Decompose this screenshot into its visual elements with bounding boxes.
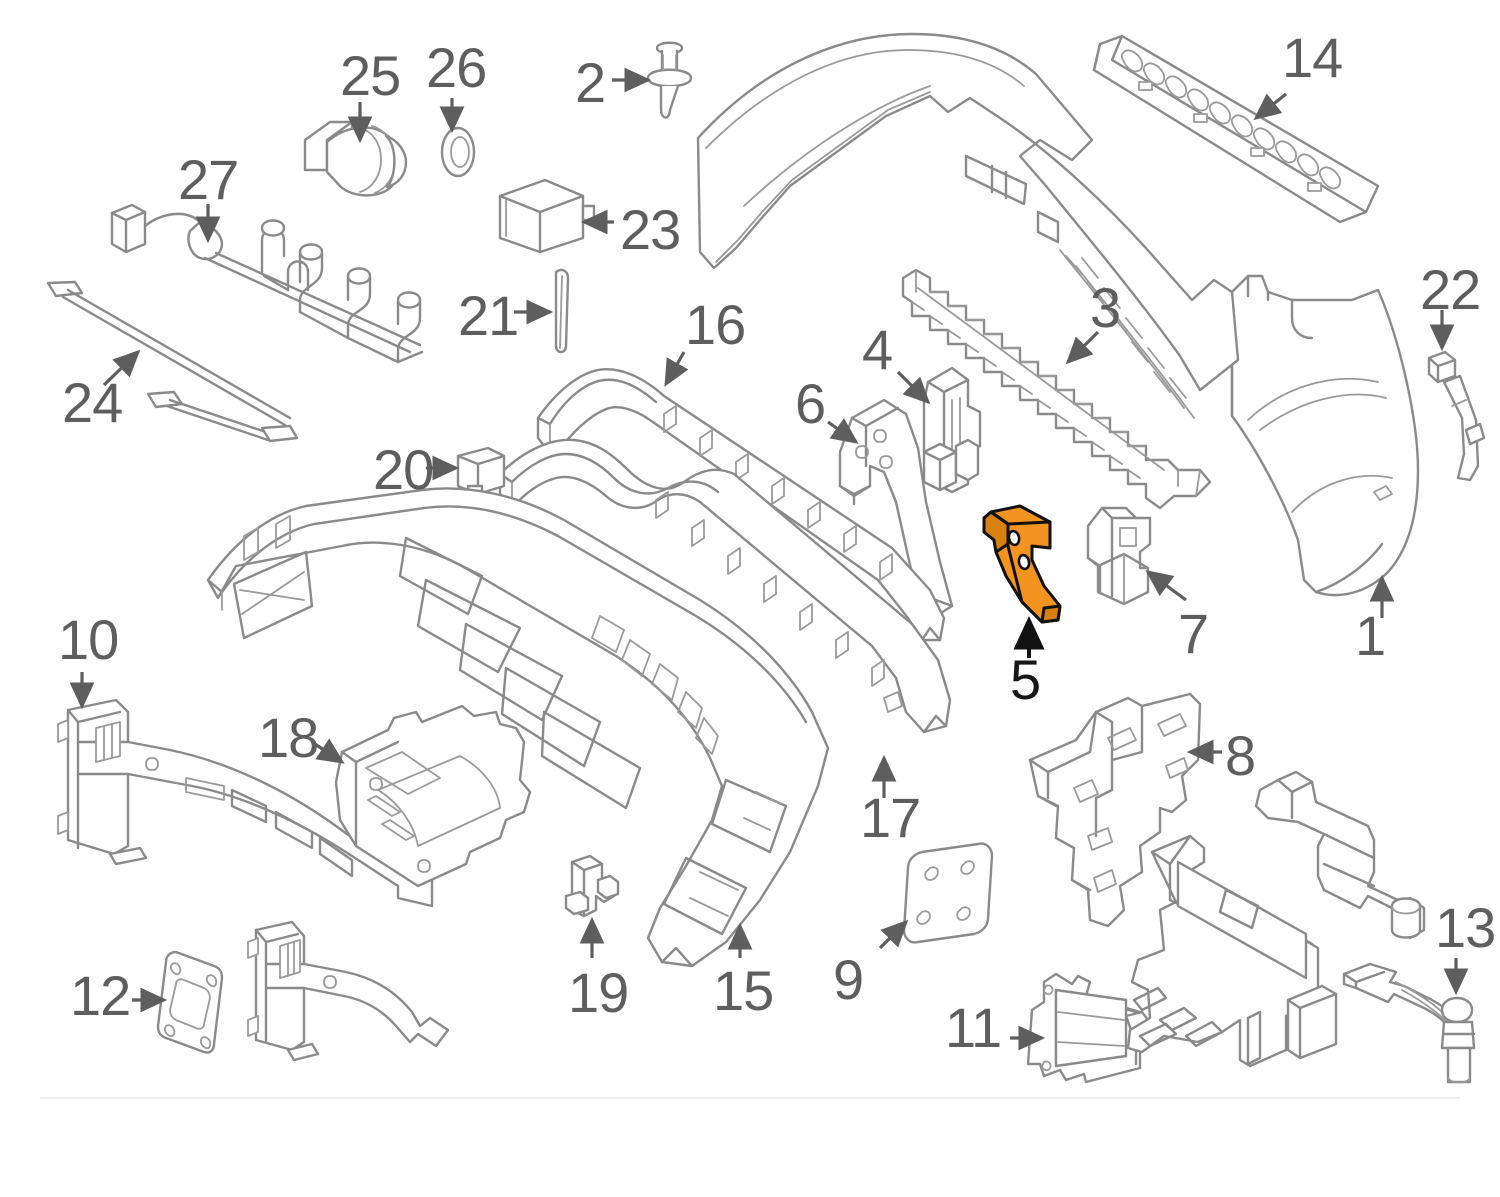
callout-label-7[interactable]: 7 <box>1178 602 1209 665</box>
callout-label-18[interactable]: 18 <box>258 706 319 769</box>
part-15-bumper-cover <box>206 487 830 968</box>
callout-label-6[interactable]: 6 <box>795 372 826 435</box>
callout-label-22[interactable]: 22 <box>1420 258 1481 321</box>
part-14-sill-trim-strip <box>1092 34 1380 224</box>
callout-label-27[interactable]: 27 <box>178 148 239 211</box>
part-22-side-clip <box>1427 350 1486 482</box>
arrow-9 <box>878 919 909 950</box>
arrow-6 <box>827 418 859 444</box>
callout-label-16[interactable]: 16 <box>685 293 746 356</box>
callout-label-26[interactable]: 26 <box>426 36 487 99</box>
arrow-16 <box>664 351 689 387</box>
part-27-wiring-harness <box>110 203 424 364</box>
callout-label-3[interactable]: 3 <box>1090 276 1121 339</box>
part-11-control-module <box>1026 972 1150 1084</box>
part-3-upper-reinforcement-bar <box>901 268 1212 510</box>
part-12-spacer-plate <box>156 950 224 1054</box>
part-1-quarter-panel <box>1230 274 1420 597</box>
callout-label-17[interactable]: 17 <box>860 786 921 849</box>
part-4-side-bracket <box>922 366 982 494</box>
arrow-7 <box>1145 570 1187 602</box>
part-5-bumper-side-support-bracket-highlighted <box>982 504 1062 624</box>
part-26-sensor-grommet <box>440 126 476 178</box>
callout-label-23[interactable]: 23 <box>620 198 681 261</box>
part-16-upper-trim-molding <box>536 368 946 642</box>
arrow-14 <box>1253 92 1287 120</box>
callout-label-15[interactable]: 15 <box>713 959 774 1022</box>
part-21-guide-rod <box>554 268 570 354</box>
callout-label-21[interactable]: 21 <box>458 284 519 347</box>
callout-label-1[interactable]: 1 <box>1355 604 1386 667</box>
part-13-tow-ball-arm <box>1342 962 1476 1084</box>
callout-label-8[interactable]: 8 <box>1225 724 1256 787</box>
callout-label-12[interactable]: 12 <box>70 964 131 1027</box>
callout-label-14[interactable]: 14 <box>1282 26 1343 89</box>
callout-label-13[interactable]: 13 <box>1435 896 1496 959</box>
callout-label-4[interactable]: 4 <box>862 318 893 381</box>
part-10-impact-bar-assembly <box>57 698 450 1062</box>
callout-label-20[interactable]: 20 <box>373 438 434 501</box>
arrow-18 <box>311 738 345 764</box>
arrow-3 <box>1065 330 1100 365</box>
arrow-24 <box>102 349 141 387</box>
callout-label-24[interactable]: 24 <box>62 371 123 434</box>
part-9-license-plate-backing-plate <box>902 842 994 944</box>
part-tow-hitch-assembly <box>1126 770 1426 1068</box>
callout-label-5[interactable]: 5 <box>1010 648 1041 711</box>
part-23-parking-aid-module <box>498 178 596 254</box>
part-19-retaining-clip <box>564 854 620 918</box>
part-17-energy-absorber <box>498 438 952 734</box>
part-18-tow-eye-cover <box>334 704 532 888</box>
callout-label-19[interactable]: 19 <box>568 961 629 1024</box>
callout-label-25[interactable]: 25 <box>340 44 401 107</box>
callout-arrows <box>69 67 1469 1051</box>
part-7-corner-bracket <box>1086 506 1152 606</box>
part-2-push-pin-clip <box>646 41 693 119</box>
callout-label-9[interactable]: 9 <box>833 948 864 1011</box>
callout-label-10[interactable]: 10 <box>58 608 119 671</box>
part-24-wiring-lead <box>46 280 299 443</box>
part-25-parking-sensor <box>303 120 408 197</box>
callout-label-11[interactable]: 11 <box>945 996 1002 1059</box>
part-top-bumper-shell <box>696 32 1240 419</box>
arrow-4 <box>896 370 931 405</box>
callout-label-2[interactable]: 2 <box>575 51 606 114</box>
part-8-inner-wheelhouse-brace <box>1028 692 1202 928</box>
